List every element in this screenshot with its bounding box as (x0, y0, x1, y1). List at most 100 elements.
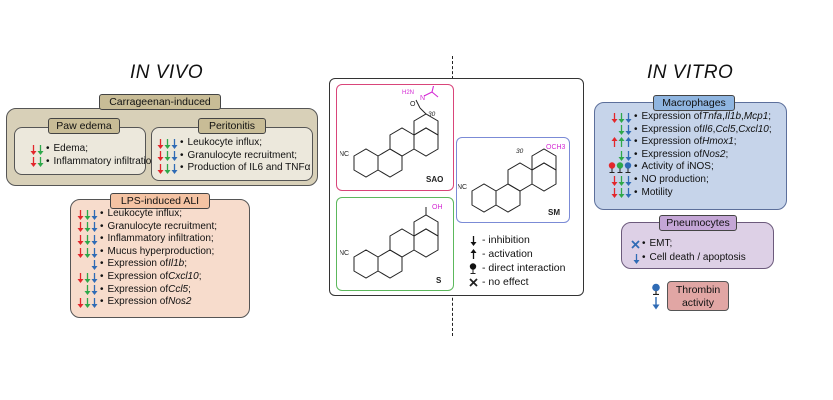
pin-icon (469, 262, 477, 274)
bullet: • (100, 270, 104, 282)
down-arrow-icon (625, 175, 632, 186)
item-text: Expression of (641, 136, 703, 148)
gene-name: Ccl5 (715, 123, 736, 135)
list-item: •Expression of Nos2; (604, 149, 772, 162)
pin-icon (616, 162, 624, 174)
legend-item: - inhibition (466, 233, 565, 247)
item-text-suffix: ; (184, 258, 188, 270)
thrombin-line1: Thrombin (675, 284, 721, 296)
sao-nc-label: NC (340, 151, 349, 158)
carrageenan-label: Carrageenan-induced (99, 94, 221, 110)
macrophages-panel (594, 102, 787, 210)
down-arrow-icon (84, 272, 91, 283)
in-vitro-title: IN VITRO (647, 62, 734, 83)
bullet: • (642, 238, 646, 249)
item-text: Expression of (107, 270, 169, 282)
legend-text: - activation (482, 248, 533, 260)
sm-30-label: 30 (516, 148, 524, 155)
gene-name: Mcp1 (743, 111, 769, 122)
item-text-suffix: ; (188, 283, 191, 295)
list-item: •Motility (604, 187, 772, 200)
s-nc-label: NC (340, 250, 349, 257)
down-arrow-icon (618, 112, 625, 123)
bullet: • (46, 155, 50, 167)
down-arrow-icon (91, 297, 98, 308)
item-text: Granulocyte recruitment; (107, 220, 218, 232)
effect-arrows (604, 175, 632, 186)
list-item: •Expression of Cxcl10; (70, 271, 217, 284)
list-item: •Expression of Nos2 (70, 296, 217, 309)
effect-arrows (70, 209, 98, 220)
gene-name: Il6 (702, 123, 713, 135)
list-item: •Granulocyte recruitment; (70, 221, 217, 234)
gene-name: Il1b (168, 258, 185, 270)
sao-o-label: O (410, 101, 416, 108)
bullet: • (634, 111, 638, 122)
cross-icon (468, 277, 478, 287)
down-arrow-icon (77, 209, 84, 220)
item-text: Edema; (53, 143, 88, 154)
bullet: • (642, 252, 646, 263)
sao-label: SAO (426, 175, 443, 184)
down-arrow-icon (77, 222, 84, 233)
effect-arrows (16, 144, 44, 155)
bullet: • (180, 149, 184, 161)
sm-frame (456, 137, 570, 223)
down-arrow-icon (618, 125, 625, 136)
item-text: ; (733, 136, 737, 148)
gene-name: Cxcl10 (168, 270, 199, 282)
legend-text: - inhibition (482, 234, 530, 246)
bullet: • (634, 136, 638, 148)
down-arrow-icon (618, 175, 625, 186)
effect-arrows (604, 112, 632, 123)
gene-name: Il1b (724, 111, 742, 122)
list-item: •EMT; (628, 237, 746, 251)
down-arrow-icon (84, 222, 91, 233)
bullet: • (634, 173, 638, 185)
down-arrow-icon (611, 188, 618, 199)
bullet: • (100, 283, 104, 295)
down-arrow-icon (84, 285, 91, 296)
legend-text: - no effect (482, 276, 529, 288)
effect-arrows (70, 234, 98, 245)
pin-symbol (466, 262, 480, 274)
s-label: S (436, 276, 442, 285)
bullet: • (100, 258, 104, 270)
thrombin-pin-icon (652, 283, 660, 295)
list-item: •NO production; (604, 174, 772, 187)
legend-item: - direct interaction (466, 261, 565, 275)
down-arrow-icon (91, 209, 98, 220)
item-text: Expression of (641, 148, 703, 160)
sm-structure: 30 OCH3 NC SM (458, 144, 566, 217)
item-text: ; (768, 111, 772, 122)
effect-arrows (628, 253, 640, 264)
item-text: Expression of (641, 111, 703, 122)
s-oh-label: OH (432, 204, 443, 211)
sm-och3-label: OCH3 (546, 144, 566, 151)
sao-structure: N H2N O 30 NC SAO (340, 86, 443, 184)
down-arrow-icon (77, 272, 84, 283)
thrombin-box: Thrombin activity (667, 281, 729, 311)
down-arrow-icon (37, 157, 44, 168)
list-item: •Cell death / apoptosis (628, 251, 746, 265)
bullet: • (180, 137, 184, 148)
lps-list: •Leukocyte influx;•Granulocyte recruitme… (70, 208, 217, 309)
bullet: • (100, 245, 104, 257)
up-arrow-icon (625, 136, 632, 147)
bullet: • (634, 123, 638, 135)
bullet: • (100, 233, 104, 245)
item-text: Expression of (107, 258, 169, 270)
down-arrow-icon (77, 234, 84, 245)
down-arrow-icon (37, 144, 44, 155)
sao-frame (336, 84, 454, 191)
down-arrow-icon (91, 272, 98, 283)
item-text: ; (725, 148, 729, 160)
list-item: •Activity of iNOS; (604, 161, 772, 174)
down-arrow-icon (164, 151, 171, 162)
effect-arrows (604, 136, 632, 148)
gene-name: Hmox1 (702, 136, 734, 148)
effect-arrows (604, 150, 632, 161)
list-item: •Leukocyte influx; (150, 137, 310, 150)
thrombin-down-arrow-icon (652, 297, 660, 310)
item-text: , (722, 111, 725, 122)
